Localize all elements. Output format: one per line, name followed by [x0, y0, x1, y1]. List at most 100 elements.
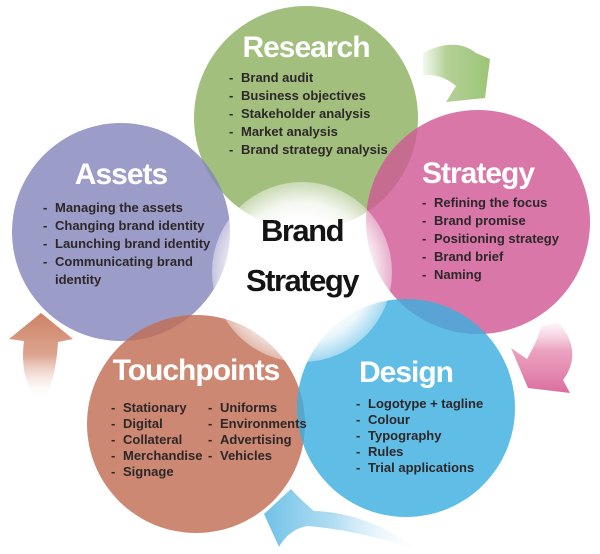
bullet-dash: - — [229, 106, 234, 121]
arrow-touchpoints-to-assets-icon — [9, 313, 73, 398]
list-item-label: Naming — [434, 267, 482, 282]
list-item: -Stationary — [110, 400, 205, 416]
bullet-dash: - — [356, 444, 361, 459]
strategy-circle — [366, 110, 590, 334]
assets-title: Assets — [74, 158, 168, 191]
list-item-label: Uniforms — [220, 400, 278, 415]
list-item-label: Vehicles — [220, 448, 273, 463]
list-item-label: Changing brand identity — [55, 218, 205, 233]
list-item: -Refining the focus — [421, 194, 581, 212]
list-item: -Brand audit — [228, 69, 388, 87]
list-item: -Digital — [110, 416, 205, 432]
design-list: -Logotype + tagline -Colour -Typography … — [355, 396, 505, 476]
list-item-label: Collateral — [123, 432, 183, 447]
list-item-label: Refining the focus — [434, 195, 548, 210]
list-item: -Signage — [110, 464, 205, 480]
list-item-label: Advertising — [220, 432, 292, 447]
bullet-dash: - — [229, 70, 234, 85]
bullet-dash: - — [43, 236, 48, 251]
list-item: -Brand brief — [421, 248, 581, 266]
list-item: -Rules — [355, 444, 505, 460]
strategy-title: Strategy — [421, 157, 535, 190]
bullet-dash: - — [208, 448, 213, 463]
list-item: -Stakeholder analysis — [228, 105, 388, 123]
bullet-dash: - — [208, 416, 213, 431]
list-item: -Merchandise — [110, 448, 205, 464]
list-item-label: Logotype + tagline — [368, 396, 484, 411]
list-item-label: Signage — [123, 464, 174, 479]
list-item-label: Brand audit — [241, 70, 314, 85]
strategy-list: -Refining the focus -Brand promise -Posi… — [421, 194, 581, 284]
list-item-label: Market analysis — [241, 124, 338, 139]
list-item: -Brand strategy analysis — [228, 141, 388, 159]
touchpoints-list-left: -Stationary -Digital -Collateral -Mercha… — [110, 400, 205, 480]
list-item: -Collateral — [110, 432, 205, 448]
touchpoints-title: Touchpoints — [112, 354, 281, 387]
list-item-label: Stationary — [123, 400, 187, 415]
research-list: -Brand audit -Business objectives -Stake… — [228, 69, 388, 159]
research-title: Research — [242, 31, 370, 64]
bullet-dash: - — [229, 124, 234, 139]
bullet-dash: - — [111, 464, 116, 479]
list-item: -Advertising — [207, 432, 307, 448]
list-item-label: Managing the assets — [55, 200, 183, 215]
list-item: -Launching brand identity — [42, 235, 220, 253]
bullet-dash: - — [43, 218, 48, 233]
bullet-dash: - — [356, 460, 361, 475]
list-item-label: Brand strategy analysis — [241, 142, 388, 157]
list-item-label: Typography — [368, 428, 442, 443]
center-label-line1: Brand — [260, 213, 345, 248]
list-item-label: Rules — [368, 444, 404, 459]
arrow-research-to-strategy-icon — [423, 44, 490, 102]
list-item: -Trial applications — [355, 460, 505, 476]
list-item-label: Launching brand identity — [55, 236, 211, 251]
assets-list: -Managing the assets -Changing brand ide… — [42, 199, 220, 289]
list-item-label: Brand promise — [434, 213, 526, 228]
list-item: -Positioning strategy — [421, 230, 581, 248]
bullet-dash: - — [43, 254, 48, 269]
list-item: -Business objectives — [228, 87, 388, 105]
list-item-label: Stakeholder analysis — [241, 106, 371, 121]
bullet-dash: - — [229, 88, 234, 103]
list-item-label: Positioning strategy — [434, 231, 559, 246]
bullet-dash: - — [111, 416, 116, 431]
center-glow — [212, 182, 392, 362]
bullet-dash: - — [422, 213, 427, 228]
bullet-dash: - — [43, 200, 48, 215]
bullet-dash: - — [111, 448, 116, 463]
bullet-dash: - — [111, 400, 116, 415]
list-item: -Market analysis — [228, 123, 388, 141]
list-item-label: Merchandise — [123, 448, 203, 463]
list-item-label: Brand brief — [434, 249, 504, 264]
list-item-label: Environments — [220, 416, 307, 431]
list-item: -Naming — [421, 266, 581, 284]
design-title: Design — [358, 356, 454, 389]
bullet-dash: - — [422, 249, 427, 264]
list-item: -Typography — [355, 428, 505, 444]
list-item-label: Trial applications — [368, 460, 475, 475]
list-item: -Communicating brand identity — [42, 253, 220, 289]
list-item: -Uniforms — [207, 400, 307, 416]
bullet-dash: - — [208, 400, 213, 415]
touchpoints-list-right: -Uniforms -Environments -Advertising -Ve… — [207, 400, 307, 464]
center-label-line2: Strategy — [245, 263, 360, 298]
list-item-label: Colour — [368, 412, 410, 427]
list-item: -Changing brand identity — [42, 217, 220, 235]
list-item-label: Communicating brand identity — [55, 254, 193, 287]
list-item: -Managing the assets — [42, 199, 220, 217]
bullet-dash: - — [208, 432, 213, 447]
list-item: -Environments — [207, 416, 307, 432]
list-item: -Brand promise — [421, 212, 581, 230]
bullet-dash: - — [422, 231, 427, 246]
arrow-strategy-to-design-icon — [511, 322, 573, 393]
list-item: -Vehicles — [207, 448, 307, 464]
list-item: -Logotype + tagline — [355, 396, 505, 412]
bullet-dash: - — [356, 428, 361, 443]
bullet-dash: - — [229, 142, 234, 157]
bullet-dash: - — [422, 195, 427, 210]
bullet-dash: - — [111, 432, 116, 447]
list-item-label: Digital — [123, 416, 163, 431]
list-item: -Colour — [355, 412, 505, 428]
bullet-dash: - — [422, 267, 427, 282]
